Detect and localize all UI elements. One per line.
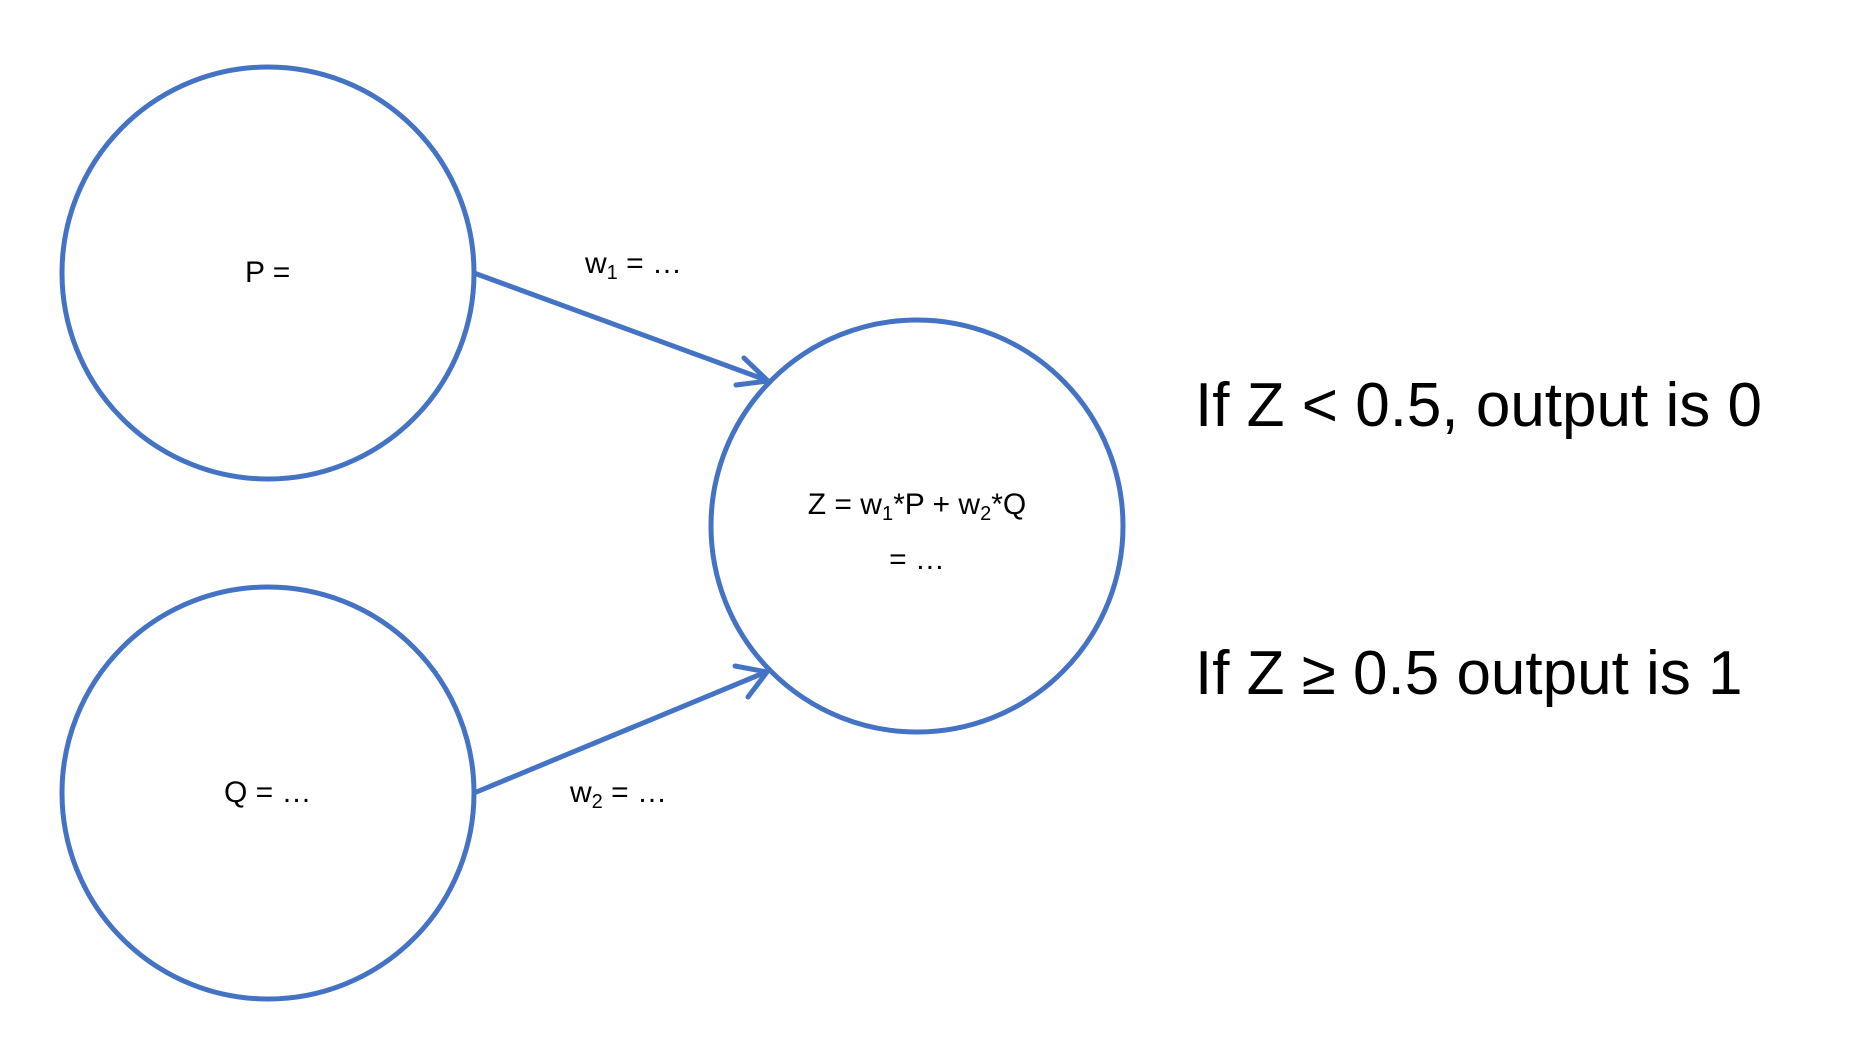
formula-prefix: Z = w (807, 488, 882, 521)
threshold-rule-2: If Z ≥ 0.5 output is 1 (1195, 639, 1743, 708)
node-z-formula: Z = w1*P + w2*Q = … (767, 482, 1067, 583)
weight-w1-label: w1 = … (585, 247, 682, 285)
formula-line-1: Z = w1*P + w2*Q (767, 482, 1067, 537)
formula-subscript-1: 1 (881, 503, 894, 525)
output-node-z (708, 317, 1126, 735)
weight-w1-subscript: 1 (606, 262, 618, 284)
weight-w1-base: w (585, 247, 607, 280)
weight-w2-base: w (570, 776, 592, 809)
weight-w2-label: w2 = … (570, 776, 667, 814)
formula-subscript-2: 2 (980, 503, 992, 525)
formula-mid: *P + w (893, 488, 981, 521)
weight-w1-value: = … (617, 247, 682, 280)
formula-suffix: *Q (991, 488, 1027, 521)
edge-p-to-z (471, 270, 771, 388)
threshold-rule-1: If Z < 0.5, output is 0 (1195, 371, 1762, 440)
weight-w2-value: = … (602, 776, 667, 809)
weight-w2-subscript: 2 (591, 791, 603, 813)
node-p-label: P = (245, 256, 291, 289)
node-q-label: Q = … (224, 776, 312, 809)
formula-line-2: = … (889, 543, 945, 576)
arrowhead-icon (733, 355, 771, 388)
arrowhead-icon (732, 663, 770, 700)
edge-q-to-z (471, 663, 770, 796)
